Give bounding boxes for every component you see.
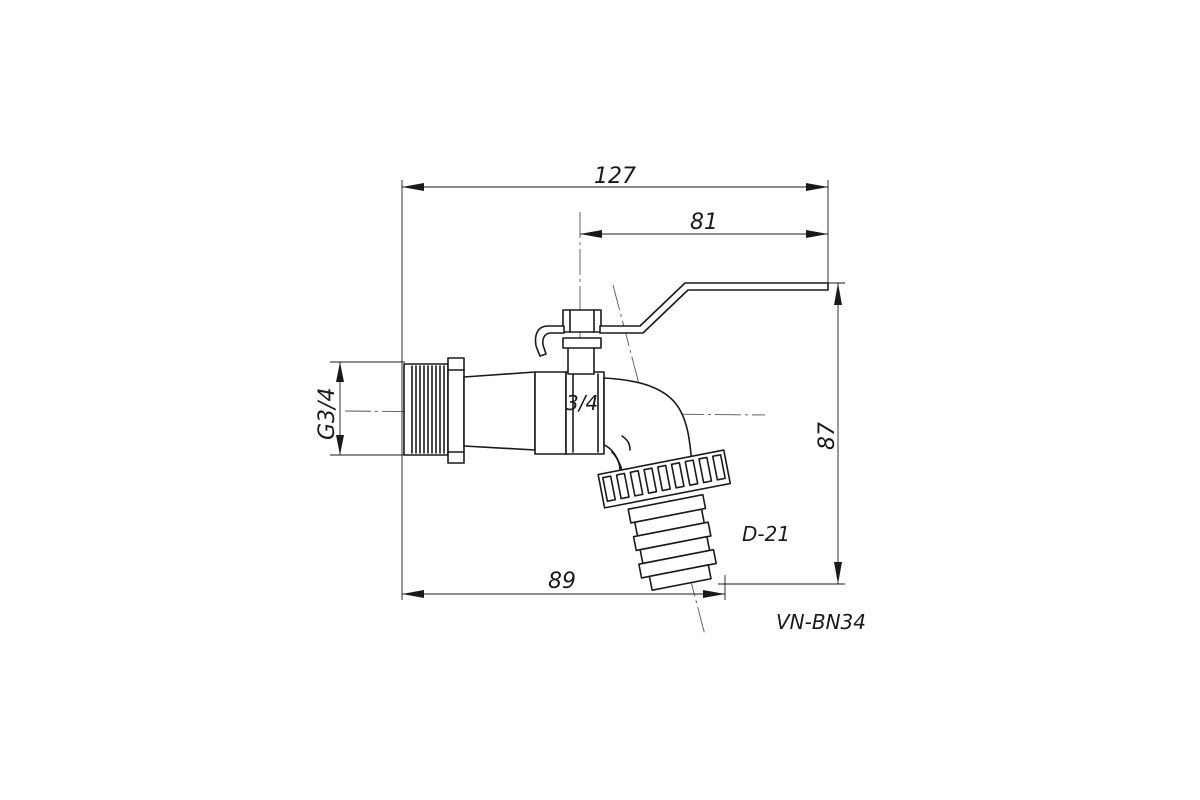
neck-pipe <box>463 371 536 451</box>
hose-coupling <box>597 449 732 509</box>
ball-housing: 3/4 <box>534 371 605 455</box>
dimension-81: 81 <box>580 210 828 238</box>
dimension-g34: G3/4 <box>315 362 344 455</box>
dimension-89: 89 <box>402 569 725 598</box>
extension-lines <box>330 180 845 600</box>
dimension-87: 87 <box>815 283 842 584</box>
dim-89-label: 89 <box>548 569 576 594</box>
hose-diameter-label: D-21 <box>742 522 790 546</box>
dimension-127: 127 <box>402 164 828 191</box>
model-label: VN-BN34 <box>776 610 866 634</box>
inlet-hex-nut <box>447 357 465 464</box>
lever-handle <box>534 282 829 357</box>
stem-assembly <box>562 309 602 375</box>
dim-127-label: 127 <box>594 164 636 189</box>
thread-label: G3/4 <box>315 388 340 440</box>
stem-nut <box>562 309 602 333</box>
threaded-inlet <box>403 363 449 456</box>
stem-collar <box>562 337 602 349</box>
hose-barb <box>627 493 717 591</box>
valve-body: 3/4 <box>403 282 829 591</box>
body-size-label: 3/4 <box>566 391 598 415</box>
stem <box>567 345 595 375</box>
outlet-elbow <box>603 377 693 471</box>
dim-87-label: 87 <box>815 422 840 450</box>
dim-81-label: 81 <box>690 210 718 235</box>
